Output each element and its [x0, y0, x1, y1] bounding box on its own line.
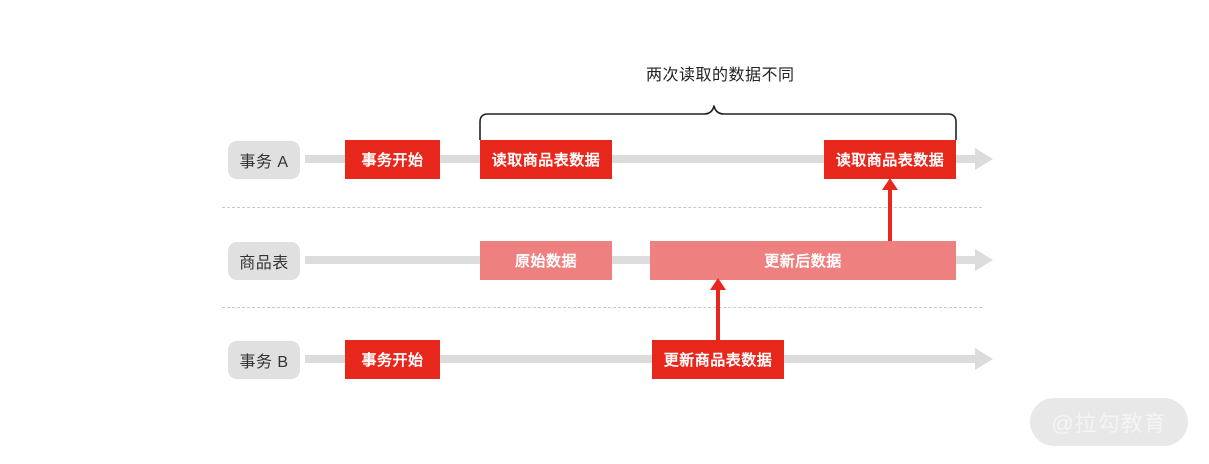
event-box-tx-a-read-2[interactable]: 读取商品表数据 [824, 140, 956, 179]
brace-bracket [479, 105, 957, 140]
causal-arrow-update-to-data-shaft [716, 289, 720, 341]
causal-arrow-data-to-read-shaft [888, 189, 892, 241]
annotation-label: 两次读取的数据不同 [646, 67, 795, 84]
event-box-data-updated[interactable]: 更新后数据 [650, 241, 956, 280]
event-box-data-original[interactable]: 原始数据 [480, 241, 612, 280]
watermark-badge: @拉勾教育 [1030, 398, 1188, 446]
causal-arrow-update-to-data-head [710, 278, 726, 290]
timeline-arrowhead-product-table [975, 249, 993, 271]
timeline-arrowhead-transaction-a [975, 148, 993, 170]
timeline-track-transaction-a [305, 155, 975, 163]
event-box-tx-b-update[interactable]: 更新商品表数据 [652, 340, 784, 379]
timeline-track-transaction-b [305, 355, 975, 363]
row-divider-upper [222, 207, 982, 208]
timeline-track-product-table [305, 256, 975, 264]
row-label-transaction-a: 事务 A [228, 141, 300, 179]
event-box-tx-b-begin[interactable]: 事务开始 [345, 340, 440, 379]
event-box-tx-a-begin[interactable]: 事务开始 [345, 140, 440, 179]
causal-arrow-data-to-read-head [882, 178, 898, 190]
event-box-tx-a-read-1[interactable]: 读取商品表数据 [480, 140, 612, 179]
timeline-arrowhead-transaction-b [975, 348, 993, 370]
row-label-product-table: 商品表 [228, 242, 300, 280]
row-divider-lower [222, 307, 982, 308]
row-label-transaction-b: 事务 B [228, 341, 300, 379]
